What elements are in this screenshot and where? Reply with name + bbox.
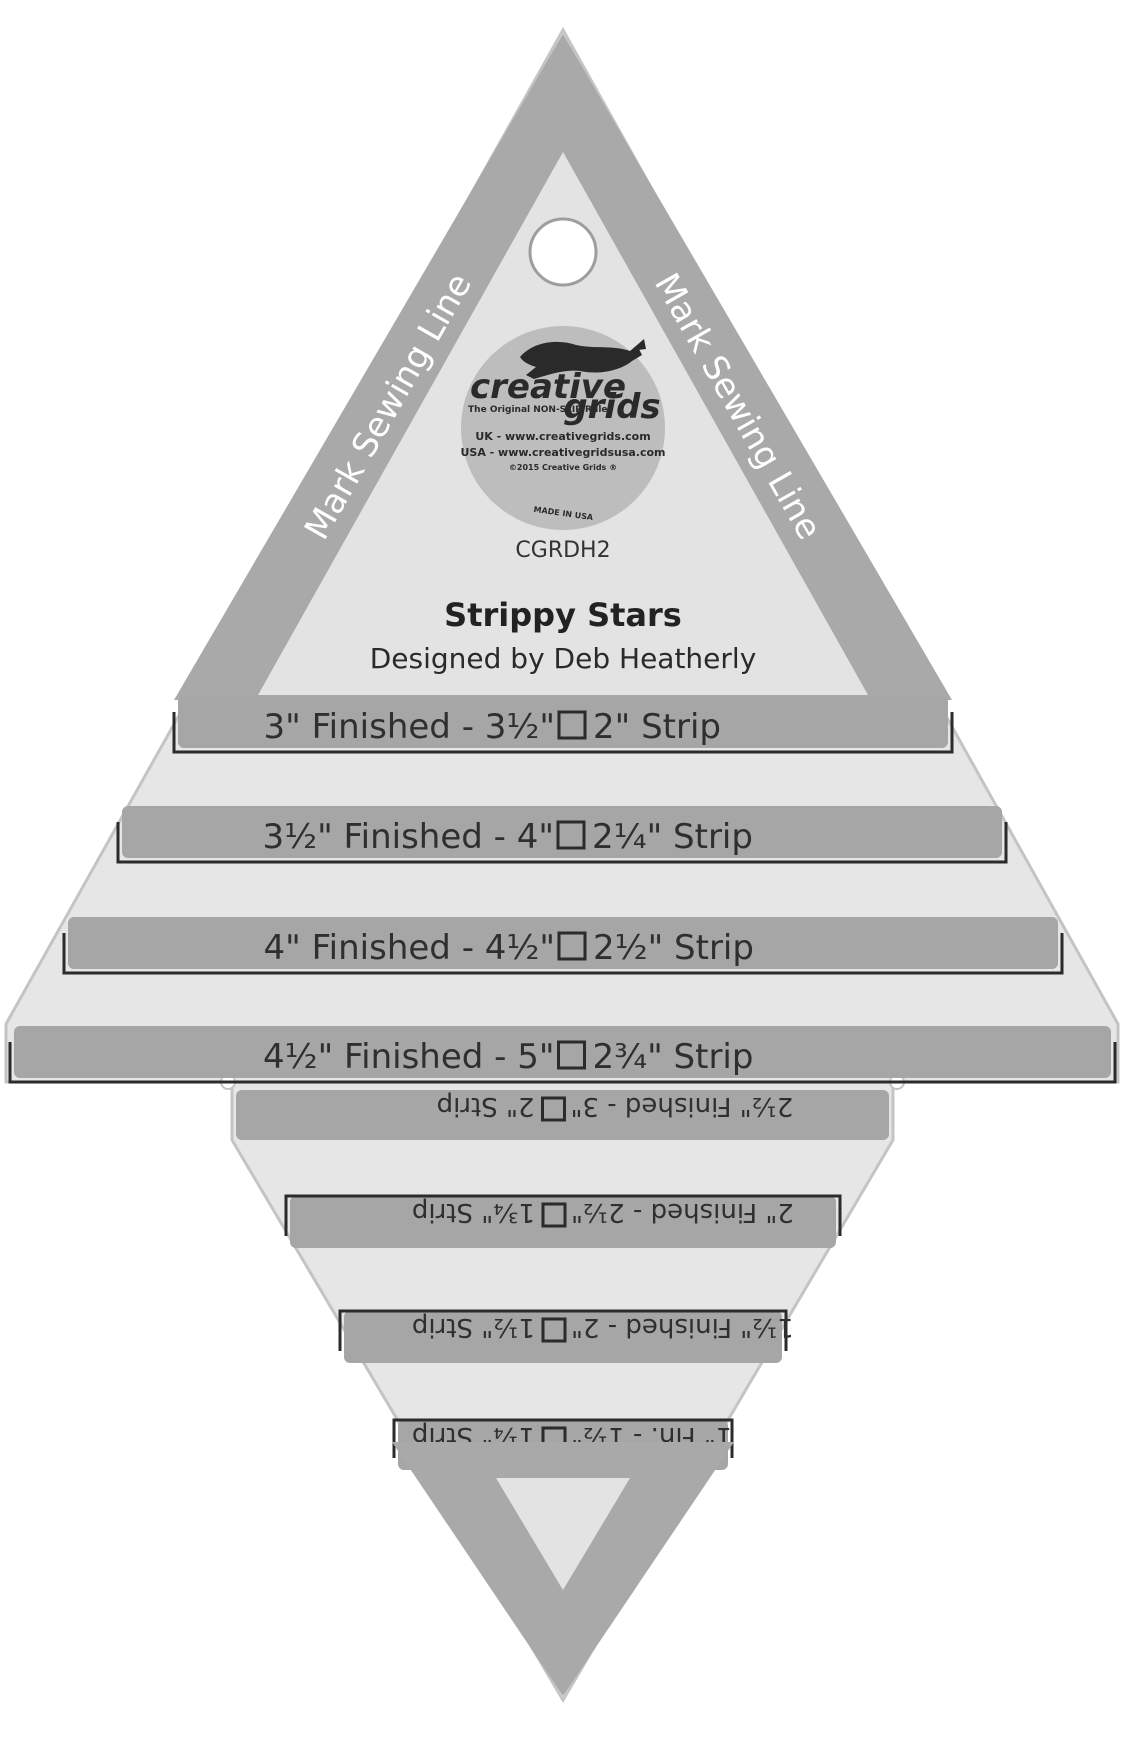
inverted-label: 2" Finished - 2½" 1¾" Strip bbox=[412, 1197, 794, 1228]
logo-url-uk: UK - www.creativegrids.com bbox=[475, 430, 650, 443]
strip-width-label: 2¾" Strip bbox=[593, 1037, 754, 1077]
strip-finished-label: 3½" Finished - 4" bbox=[263, 817, 554, 857]
sewing-line bbox=[62, 933, 1064, 975]
strip-band bbox=[236, 1090, 889, 1140]
designer-credit: Designed by Deb Heatherly bbox=[370, 642, 757, 675]
square-icon bbox=[557, 1040, 586, 1070]
strip-width-label: 2¼" Strip bbox=[592, 817, 753, 857]
sewing-line bbox=[116, 822, 1008, 864]
product-code: CGRDH2 bbox=[515, 538, 610, 563]
square-icon bbox=[557, 931, 587, 961]
strip-width-label: 1¾" Strip bbox=[412, 1197, 535, 1227]
sewing-line bbox=[284, 1194, 842, 1236]
top-strip-group: 3" Finished - 3½" 2" Strip 3½" Finished - … bbox=[8, 696, 1117, 1084]
square-icon bbox=[541, 1317, 567, 1343]
strip-finished-label: 4½" Finished - 5" bbox=[263, 1037, 554, 1077]
strip-width-label: 2" Strip bbox=[593, 707, 721, 747]
fox-icon bbox=[520, 339, 646, 379]
strip-band bbox=[290, 1196, 836, 1248]
square-icon bbox=[541, 1202, 567, 1228]
square-icon bbox=[556, 820, 586, 850]
strip-finished-label: 2½" Finished - 3" bbox=[571, 1091, 794, 1121]
strip-band bbox=[14, 1026, 1111, 1078]
strip-finished-label: 3" Finished - 3½" bbox=[264, 707, 555, 747]
logo-copyright: ©2015 Creative Grids ® bbox=[509, 463, 617, 472]
square-icon bbox=[557, 710, 587, 740]
strip-finished-label: 4" Finished - 4½" bbox=[264, 928, 555, 968]
strip-band bbox=[68, 917, 1058, 969]
hanging-hole bbox=[528, 217, 598, 287]
strip-band bbox=[178, 696, 948, 748]
product-title: Strippy Stars bbox=[444, 596, 682, 634]
strip-width-label: 2½" Strip bbox=[593, 928, 754, 968]
top-strip-3: 4" Finished - 4½" 2½" Strip bbox=[62, 917, 1064, 975]
logo-url-usa: USA - www.creativegridsusa.com bbox=[460, 446, 665, 459]
strip-width-label: 2" Strip bbox=[437, 1091, 535, 1121]
sewing-line bbox=[172, 712, 954, 754]
top-strip-1: 3" Finished - 3½" 2" Strip bbox=[172, 696, 954, 754]
sewing-line bbox=[338, 1309, 788, 1351]
strip-finished-label: 1½" Finished - 2" bbox=[571, 1312, 794, 1342]
strip-finished-label: 2" Finished - 2½" bbox=[571, 1197, 794, 1227]
strip-band bbox=[344, 1311, 782, 1363]
logo-circle bbox=[461, 326, 665, 530]
top-strip-2: 3½" Finished - 4" 2¼" Strip bbox=[116, 806, 1008, 864]
square-icon bbox=[541, 1096, 566, 1122]
inverted-label: 1½" Finished - 2" 1½" Strip bbox=[412, 1312, 794, 1343]
top-strip-4: 4½" Finished - 5" 2¾" Strip bbox=[8, 1026, 1117, 1084]
bottom-strip-1: 2½" Finished - 3" 2" Strip bbox=[236, 1090, 889, 1140]
strip-band bbox=[122, 806, 1002, 858]
logo-brand-creative: creative bbox=[470, 367, 626, 407]
lower-tip-frame bbox=[392, 1442, 734, 1696]
sewing-line bbox=[8, 1042, 1117, 1084]
tip-inner bbox=[496, 1478, 630, 1590]
inverted-label: 2½" Finished - 3" 2" Strip bbox=[437, 1091, 794, 1122]
sewing-line bbox=[392, 1418, 734, 1458]
strip-width-label: 1½" Strip bbox=[412, 1312, 535, 1342]
bottom-strip-2: 2" Finished - 2½" 1¾" Strip bbox=[284, 1194, 842, 1248]
logo-tagline: The Original NON-SLIP Ruler bbox=[468, 405, 612, 415]
bottom-strip-3: 1½" Finished - 2" 1½" Strip bbox=[338, 1309, 794, 1363]
logo-badge: creative grids The Original NON-SLIP Rul… bbox=[460, 326, 666, 530]
logo-brand-grids: grids bbox=[563, 387, 660, 427]
